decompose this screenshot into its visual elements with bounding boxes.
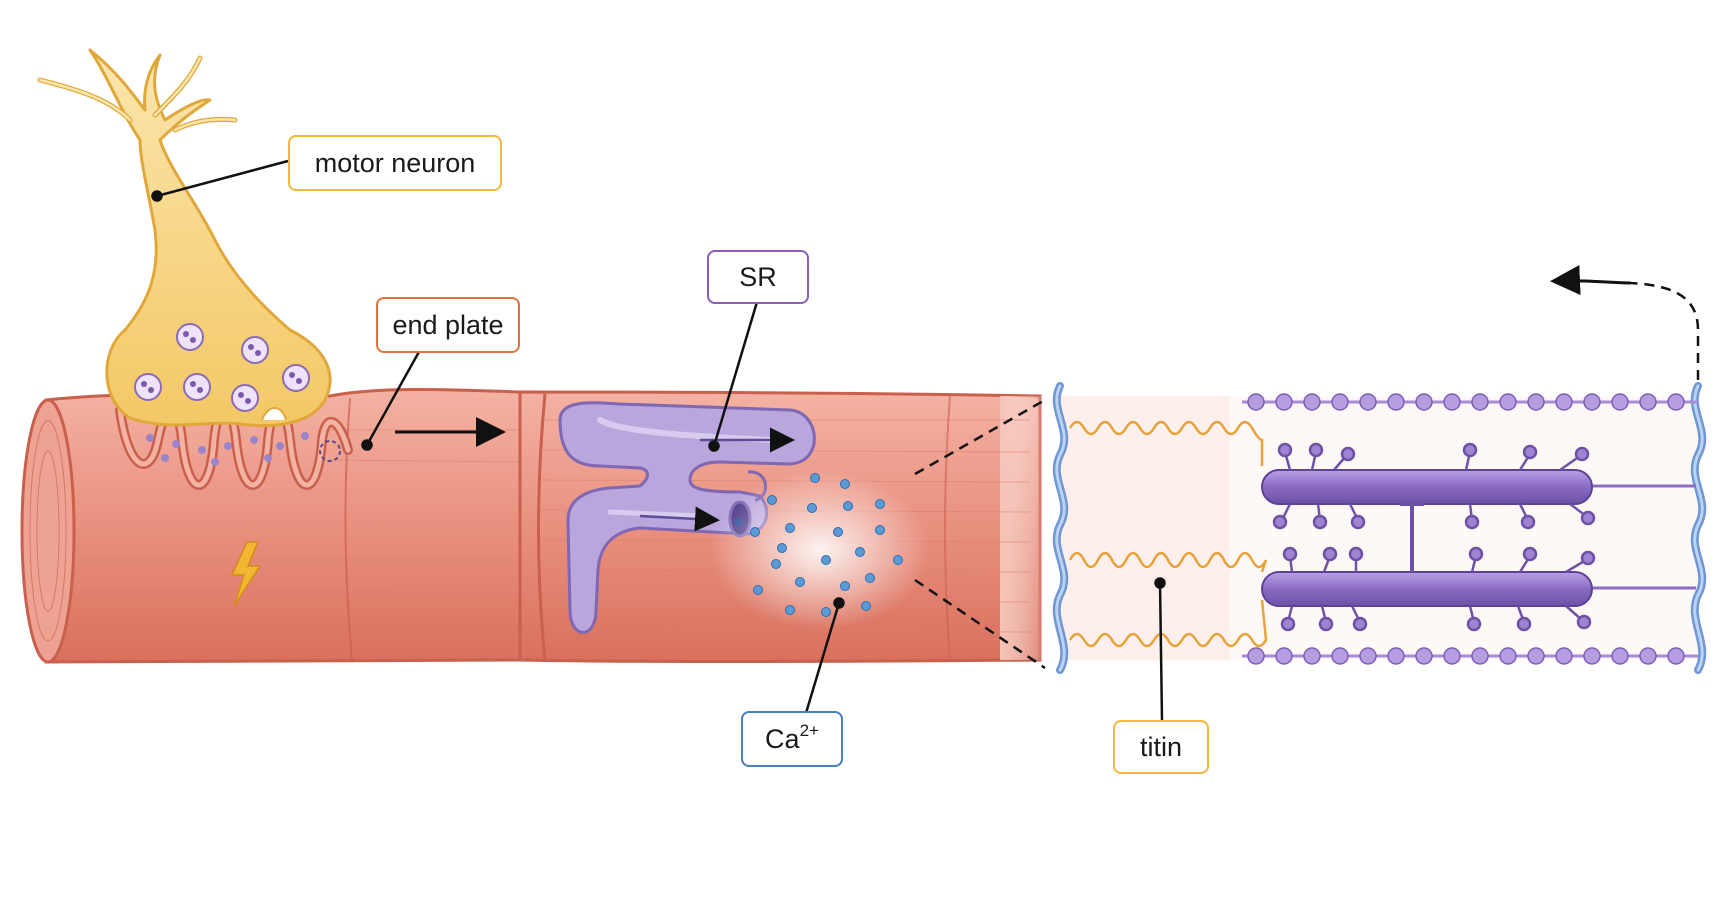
- myosin-thick-filament-bottom: [1261, 571, 1593, 607]
- calcium-label-text: Ca2+: [765, 721, 819, 755]
- titin-label-text: titin: [1139, 731, 1183, 762]
- calcium-label: Ca2+: [741, 711, 843, 767]
- end-plate-label-text: end plate: [392, 309, 504, 340]
- curved-arrow-left-icon: [1550, 265, 1700, 380]
- titin-label: titin: [1113, 720, 1209, 774]
- motor-neuron-label-text: motor neuron: [314, 147, 476, 178]
- sr-label-text: SR: [739, 261, 777, 292]
- calcium-label-superscript: 2+: [799, 721, 819, 740]
- lightning-icon: [230, 541, 262, 607]
- sarcomere: [1052, 382, 1707, 674]
- motor-neuron: [37, 48, 332, 428]
- leader-lines: [151, 159, 1166, 724]
- zoom-lines: [914, 398, 1046, 670]
- titin-springs: [1068, 420, 1268, 648]
- motor-neuron-label: motor neuron: [288, 135, 502, 191]
- calcium-ions: [710, 470, 930, 630]
- acetylcholine-dots: [146, 432, 309, 466]
- calcium-label-base: Ca: [765, 724, 800, 754]
- myosin-thick-filament-top: [1261, 469, 1593, 505]
- sr-label: SR: [707, 250, 809, 304]
- synaptic-vesicles: [134, 323, 310, 412]
- end-plate-label: end plate: [376, 297, 520, 353]
- myosin-heads: [1272, 442, 1596, 632]
